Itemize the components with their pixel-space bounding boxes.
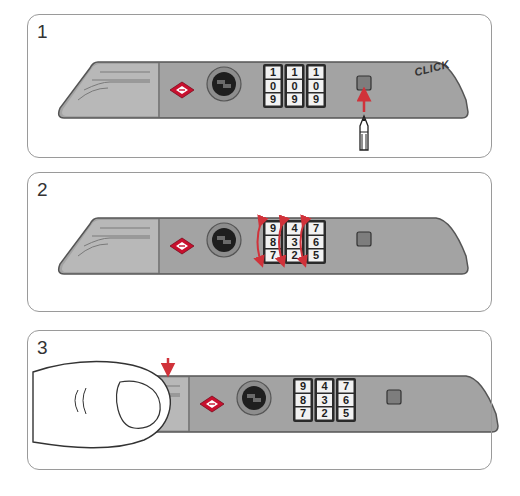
wheel-digit: 1 <box>291 67 297 78</box>
step-panel: 3 <box>27 330 492 470</box>
wheel-digit: 7 <box>343 381 349 392</box>
wheel-digit: 8 <box>270 237 276 248</box>
wheel-digit: 4 <box>321 381 327 392</box>
wheel-digit: 3 <box>321 395 327 406</box>
step-panel: 2 <box>27 172 492 312</box>
wheel-digit: 1 <box>313 67 319 78</box>
wheel-digit: 7 <box>313 223 319 234</box>
wheel-digit: 0 <box>270 81 276 92</box>
wheel-digit: 9 <box>270 94 276 105</box>
wheel-digit: 9 <box>313 94 319 105</box>
wheel-digit: 3 <box>291 237 297 248</box>
wheel-digit: 5 <box>343 408 349 419</box>
wheel-digit: 0 <box>313 81 319 92</box>
wheel-digit: 4 <box>291 223 297 234</box>
wheel-digit: 9 <box>270 223 276 234</box>
wheel-digit: 6 <box>313 237 319 248</box>
wheel-digit: 5 <box>313 250 319 261</box>
wheel-digit: 9 <box>300 381 306 392</box>
wheel-digit: 8 <box>300 395 306 406</box>
wheel-digit: 0 <box>291 81 297 92</box>
wheel-digit: 2 <box>291 250 297 261</box>
wheel-digit: 7 <box>270 250 276 261</box>
wheel-digit: 9 <box>291 94 297 105</box>
wheel-digit: 7 <box>300 408 306 419</box>
sound-text: CLICK <box>413 58 451 77</box>
step-number: 3 <box>37 337 48 359</box>
wheel-digit: 2 <box>321 408 327 419</box>
wheel-digit: 1 <box>270 67 276 78</box>
step-number: 2 <box>37 179 48 201</box>
step-number: 1 <box>37 21 48 43</box>
step-panel: 1 <box>27 14 492 158</box>
wheel-digit: 6 <box>343 395 349 406</box>
